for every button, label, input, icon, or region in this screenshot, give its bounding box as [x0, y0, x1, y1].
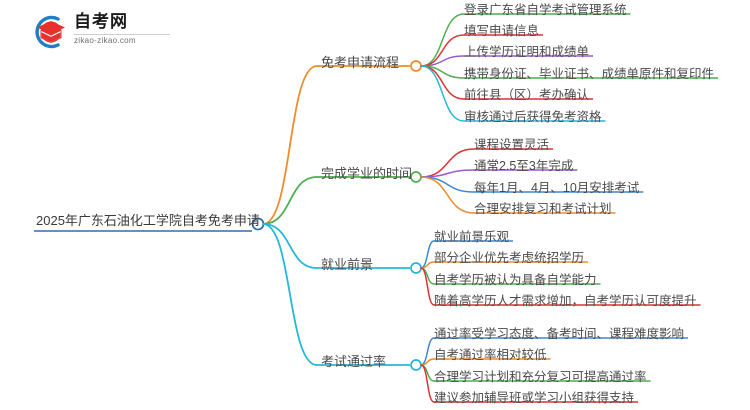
mindmap-branch-label-4[interactable]: 考试通过率: [321, 354, 387, 369]
mindmap-leaf-label[interactable]: 审核通过后获得免考资格: [464, 110, 602, 124]
mindmap-branch-label-3[interactable]: 就业前景: [321, 257, 374, 272]
mindmap-leaf-label[interactable]: 上传学历证明和成绩单: [464, 45, 590, 59]
mindmap-leaf-label[interactable]: 登录广东省自学考试管理系统: [464, 3, 627, 17]
brand-domain: zikao-zikao.com: [74, 36, 136, 45]
mindmap-leaf-label[interactable]: 随着高学历人才需求增加，自考学历认可度提升: [434, 294, 697, 308]
graduation-cap-icon: [28, 12, 70, 52]
mindmap-leaf-label[interactable]: 携带身份证、毕业证书、成绩单原件和复印件: [464, 67, 715, 81]
mindmap-branch-label-1[interactable]: 免考申请流程: [321, 55, 400, 70]
mindmap-leaf-label[interactable]: 部分企业优先考虑统招学历: [434, 251, 585, 265]
mindmap-leaf-label[interactable]: 自考学历被认为具备自学能力: [434, 273, 597, 287]
mindmap-leaf-label[interactable]: 就业前景乐观: [434, 230, 510, 244]
brand-name: 自考网: [74, 12, 128, 31]
mindmap-leaf-label[interactable]: 填写申请信息: [464, 24, 540, 38]
mindmap-leaf-label[interactable]: 通过率受学习态度、备考时间、课程难度影响: [434, 327, 685, 341]
mindmap-leaf-label[interactable]: 合理学习计划和充分复习可提高通过率: [434, 370, 647, 384]
brand-divider: [74, 34, 170, 35]
mindmap-leaf-label[interactable]: 前往县（区）考办确认: [464, 88, 590, 102]
mindmap-leaf-label[interactable]: 自考通过率相对较低: [434, 348, 547, 362]
mindmap-root-label[interactable]: 2025年广东石油化工学院自考免考申请: [36, 213, 260, 228]
mindmap-leaf-label[interactable]: 合理安排复习和考试计划: [474, 202, 612, 216]
mindmap-leaf-label[interactable]: 每年1月、4月、10月安排考试: [474, 181, 640, 195]
site-logo: 自考网 zikao-zikao.com: [28, 10, 170, 54]
mindmap-leaf-label[interactable]: 建议参加辅导班或学习小组获得支持: [434, 391, 635, 405]
mindmap-branch-label-2[interactable]: 完成学业的时间: [321, 166, 413, 181]
mindmap-leaf-label[interactable]: 通常2.5至3年完成: [474, 159, 574, 173]
mindmap-leaf-label[interactable]: 课程设置灵活: [474, 138, 550, 152]
